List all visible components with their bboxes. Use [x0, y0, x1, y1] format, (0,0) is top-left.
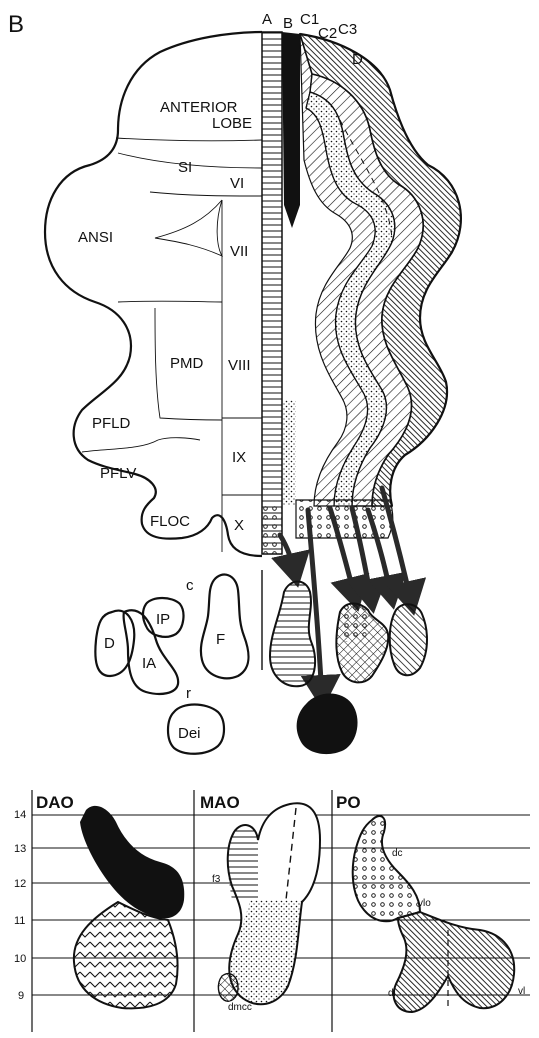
label-ip: IP — [156, 611, 170, 628]
label-ia: IA — [142, 655, 156, 672]
scale-tick-14: 14 — [14, 809, 26, 821]
nucleus-c-target-dots — [340, 604, 368, 643]
label-lobe: LOBE — [212, 115, 252, 132]
olive-label-dl: dl — [388, 988, 396, 999]
label-anterior: ANTERIOR — [160, 99, 238, 116]
label-vii: VII — [230, 243, 248, 260]
dao-black — [80, 806, 184, 918]
label-pflv: PFLV — [100, 465, 136, 482]
cerebellum-right-hemisphere — [296, 34, 461, 538]
scale-tick-12: 12 — [14, 878, 26, 890]
label-d-nucleus: D — [104, 635, 115, 652]
scale-tick-11: 11 — [14, 915, 25, 927]
label-pmd: PMD — [170, 355, 204, 372]
inferior-olive-panel — [32, 790, 530, 1032]
zone-a-x-dense-dots — [282, 400, 296, 505]
nucleus-f — [201, 575, 249, 679]
olive-header-mao: MAO — [200, 793, 240, 812]
cerebellar-nuclei-left — [95, 575, 248, 754]
nucleus-b-target — [297, 694, 358, 755]
zone-label-a: A — [262, 11, 272, 28]
olive-label-dc: dc — [392, 848, 403, 859]
zone-a-x-dots — [262, 505, 282, 554]
mao-dotted — [229, 900, 302, 1004]
zone-label-b: B — [283, 15, 293, 32]
label-r: r — [186, 685, 191, 702]
olive-label-vl: vl — [518, 986, 525, 997]
scale-tick-10: 10 — [14, 953, 26, 965]
label-floc: FLOC — [150, 513, 190, 530]
olive-label-dmcc: dmcc — [228, 1002, 252, 1013]
label-si: SI — [178, 159, 192, 176]
olive-label-vlo: vlo — [418, 898, 431, 909]
olive-label-f3: f3 — [212, 874, 221, 885]
panel-label: B — [8, 11, 24, 38]
zone-a — [262, 32, 282, 554]
zone-b — [282, 32, 300, 228]
label-viii: VIII — [228, 357, 251, 374]
po-hatched — [394, 912, 514, 1012]
mao-hlines-top — [228, 825, 258, 900]
label-c: c — [186, 577, 194, 594]
olive-header-po: PO — [336, 793, 361, 812]
po-circles — [353, 816, 420, 921]
label-vi: VI — [230, 175, 244, 192]
label-x: X — [234, 517, 244, 534]
olive-header-dao: DAO — [36, 793, 74, 812]
zone-label-c3: C3 — [338, 21, 357, 38]
nucleus-d-target — [390, 604, 427, 675]
scale-tick-13: 13 — [14, 843, 26, 855]
nucleus-a-target — [270, 582, 315, 687]
cerebellar-nuclei-right — [270, 582, 427, 755]
label-dei: Dei — [178, 725, 201, 742]
label-ix: IX — [232, 449, 246, 466]
label-f: F — [216, 631, 225, 648]
mao-dmcc — [218, 974, 238, 1002]
zone-label-c1: C1 — [300, 11, 319, 28]
scale-tick-9: 9 — [18, 990, 24, 1002]
label-ansi: ANSI — [78, 229, 113, 246]
label-pfld: PFLD — [92, 415, 131, 432]
